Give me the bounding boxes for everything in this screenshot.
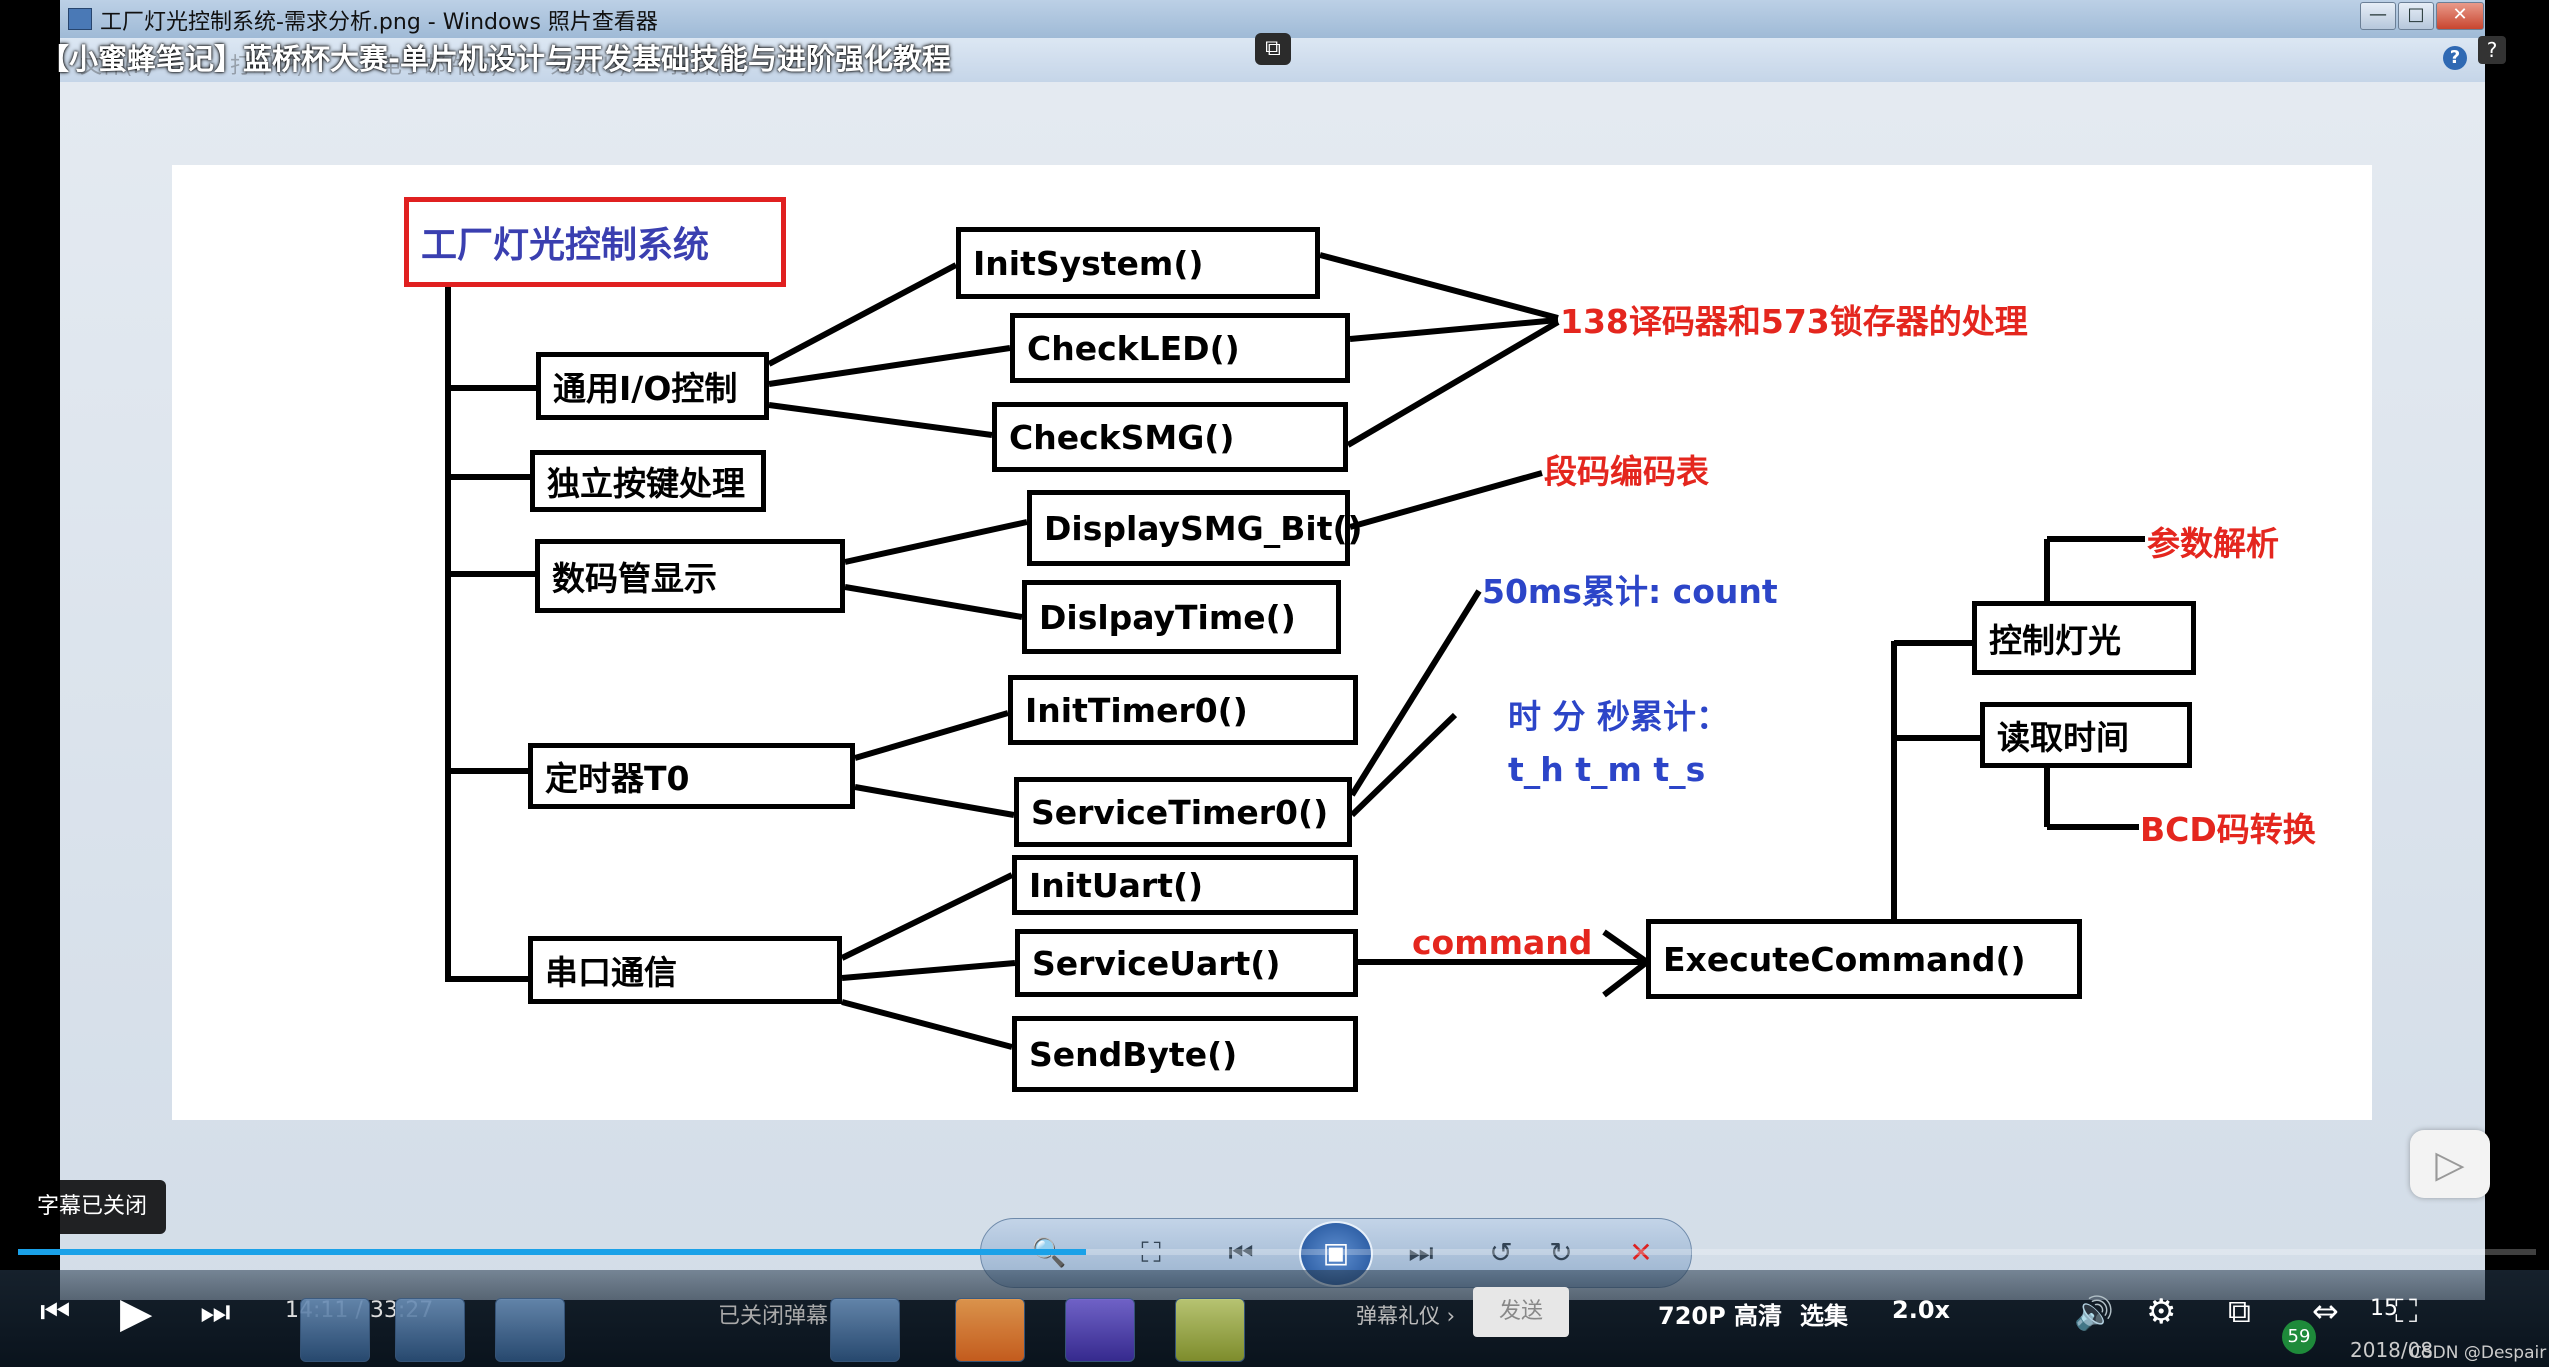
window-title: 工厂灯光控制系统-需求分析.png - Windows 照片查看器 [100,10,658,35]
menu-burn[interactable]: 刻录(U) [550,54,628,79]
note-bcd-convert: BCD码转换 [2140,810,2316,849]
taskbar-powerpoint-icon[interactable] [955,1298,1025,1362]
clock-fragment: 15 [2370,1296,2398,1321]
episodes-button[interactable]: 选集 [1800,1302,1848,1330]
func-check-led: CheckLED() [1010,313,1350,383]
func-display-smg-bit: DisplaySMG_Bit() [1027,490,1363,566]
maximize-button[interactable]: □ [2398,2,2434,30]
speed-selector[interactable]: 2.0x [1892,1296,1950,1324]
menu-email[interactable]: 电子邮件(E) [380,54,500,79]
photo-viewer-window: 工厂灯光控制系统-需求分析.png - Windows 照片查看器 — □ ✕ … [60,0,2485,1300]
feedback-icon[interactable]: ? [2478,36,2506,64]
func-dislpay-time: DislpayTime() [1022,580,1341,654]
taskbar-visual-icon[interactable] [1065,1298,1135,1362]
taskbar-photos-icon[interactable] [830,1298,900,1362]
func-service-uart: ServiceUart() [1015,929,1358,997]
gear-icon[interactable]: ⚙ [2146,1292,2177,1332]
menu-file[interactable]: 文件(F) [80,54,154,79]
skip-forward-icon[interactable]: ⏭ [200,1292,231,1332]
close-button[interactable]: ✕ [2436,2,2484,30]
func-init-timer0: InitTimer0() [1008,675,1358,745]
widescreen-icon[interactable]: ⇔ [2312,1292,2339,1330]
note-decoder-latch: 138译码器和573锁存器的处理 [1560,302,2028,341]
send-danmaku-button[interactable]: 发送 [1473,1287,1569,1337]
node-uart: 串口通信 [528,936,842,1004]
node-io-control: 通用I/O控制 [536,352,769,420]
next-image-icon[interactable]: ⏭ [1408,1236,1434,1269]
minimize-button[interactable]: — [2360,2,2396,30]
watermark: CSDN @Despair！ [2410,1343,2549,1363]
func-init-system: InitSystem() [956,227,1320,299]
func-send-byte: SendByte() [1012,1016,1358,1092]
picture-in-picture-icon[interactable]: ⧉ [1255,33,1291,65]
note-hms-vars: t_h t_m t_s [1508,750,1706,789]
node-timer0: 定时器T0 [528,743,855,809]
photo-viewer-icon [68,8,92,30]
delete-icon[interactable]: ✕ [1629,1236,1653,1269]
node-key-handler: 独立按键处理 [530,450,766,512]
player-controls: ⏮ ▶ ⏭ 14:11 / 33:27 已关闭弹幕 弹幕礼仪 › 720P 高清… [0,1270,2549,1367]
func-check-smg: CheckSMG() [992,402,1348,472]
video-progress-bar[interactable] [18,1249,2536,1255]
pip-mode-icon[interactable]: ⧉ [2228,1292,2251,1330]
func-service-timer0: ServiceTimer0() [1014,777,1352,847]
note-50ms-count: 50ms累计: count [1482,572,1778,611]
fullscreen-icon[interactable]: ⛶ [2395,1292,2418,1330]
note-hms-accumulate: 时 分 秒累计： [1508,697,1729,736]
node-smg-display: 数码管显示 [535,539,845,613]
window-titlebar[interactable]: 工厂灯光控制系统-需求分析.png - Windows 照片查看器 — □ ✕ [60,0,2485,39]
date-fragment: 2018/08 [2350,1338,2434,1362]
diagram-image: 工厂灯光控制系统 通用I/O控制 独立按键处理 数码管显示 定时器T0 串口通信… [172,165,2372,1120]
danmaku-etiquette-link[interactable]: 弹幕礼仪 › [1356,1304,1456,1328]
diagram-connectors [445,252,2145,1050]
func-init-uart: InitUart() [1012,855,1358,915]
quality-selector[interactable]: 720P 高清 [1658,1302,1783,1330]
danmaku-closed-label[interactable]: 已关闭弹幕 [718,1304,829,1329]
menu-print[interactable]: 打印(P) [230,54,305,79]
rotate-left-icon[interactable]: ↺ [1489,1236,1513,1269]
side-play-icon[interactable]: ▷ [2410,1130,2490,1198]
previous-image-icon[interactable]: ⏮ [1228,1236,1254,1269]
volume-icon[interactable]: 🔊 [2074,1294,2114,1332]
func-control-light: 控制灯光 [1972,601,2196,675]
taskbar-ie-icon[interactable] [300,1298,370,1362]
skip-back-icon[interactable]: ⏮ [40,1292,71,1332]
actual-size-icon[interactable]: ⛶ [1141,1236,1161,1269]
subtitle-status-badge[interactable]: 字幕已关闭 [18,1180,166,1234]
badge-number: 59 [2282,1320,2316,1354]
help-icon[interactable]: ? [2443,46,2467,70]
note-command: command [1412,923,1593,962]
taskbar-explorer-icon[interactable] [395,1298,465,1362]
video-progress-fill [18,1249,1086,1255]
func-execute-command: ExecuteCommand() [1646,919,2082,999]
menu-open[interactable]: 打开(O) [670,54,749,79]
rotate-right-icon[interactable]: ↻ [1549,1236,1573,1269]
func-read-time: 读取时间 [1980,702,2192,768]
video-title: 【小蜜蜂笔记】蓝桥杯大赛-单片机设计与开发基础技能与进阶强化教程 [40,42,952,76]
note-segment-table: 段码编码表 [1544,452,1709,491]
taskbar-notes-icon[interactable] [1175,1298,1245,1362]
play-icon[interactable]: ▶ [120,1288,153,1337]
note-param-parse: 参数解析 [2147,524,2279,563]
root-node: 工厂灯光控制系统 [404,197,786,287]
taskbar-app-icon[interactable] [495,1298,565,1362]
